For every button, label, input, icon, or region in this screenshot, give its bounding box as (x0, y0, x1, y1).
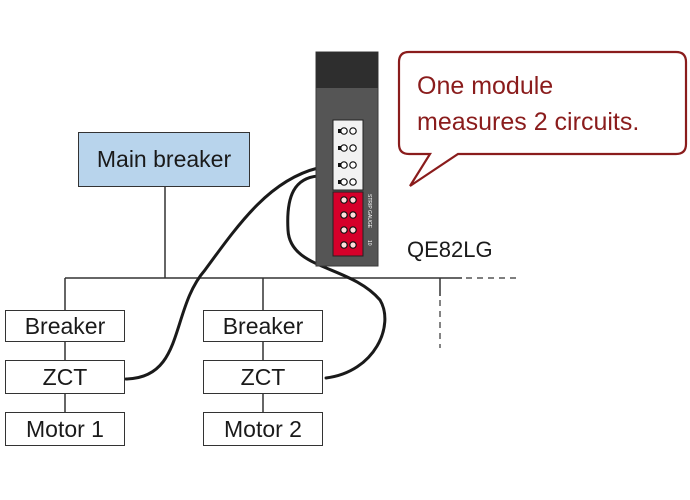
module-side-label: STRIP GAUGE (366, 194, 372, 229)
module-panel (332, 119, 364, 191)
branch-1-breaker-label: Breaker (24, 312, 106, 339)
callout-line-1: One module (417, 72, 554, 100)
measure-wire-2 (286, 174, 387, 380)
main-breaker-box: Main breaker (78, 132, 250, 187)
module-name-label: QE82LG (407, 237, 493, 262)
branch-1-zct-box: ZCT (5, 360, 125, 394)
callout-line-2: measures 2 circuits. (417, 108, 640, 136)
terminal-block-white (340, 127, 357, 186)
branch-1-zct-label: ZCT (42, 363, 88, 390)
terminal-block-red-holes (340, 196, 357, 249)
main-breaker-label: Main breaker (96, 146, 232, 172)
branch-2-breaker-label: Breaker (222, 312, 304, 339)
callout-bubble (397, 50, 688, 187)
branch-2-motor-box: Motor 2 (203, 412, 323, 446)
module-gauge-mark: 10 (366, 240, 372, 246)
branch-2-breaker-box: Breaker (203, 310, 323, 342)
qe82lg-module: STRIP GAUGE 10 (315, 51, 379, 267)
callout-text: One module measures 2 circuits. (417, 68, 639, 140)
branch-2-zct-label: ZCT (240, 363, 286, 390)
terminal-block-red (332, 191, 364, 257)
branch-2-motor-label: Motor 2 (224, 415, 302, 442)
branch-2-zct-box: ZCT (203, 360, 323, 394)
branch-1-breaker-box: Breaker (5, 310, 125, 342)
measure-wire-1 (124, 166, 320, 381)
branch-1-motor-label: Motor 1 (26, 415, 104, 442)
module-top-cap (316, 52, 378, 88)
branch-1-motor-box: Motor 1 (5, 412, 125, 446)
